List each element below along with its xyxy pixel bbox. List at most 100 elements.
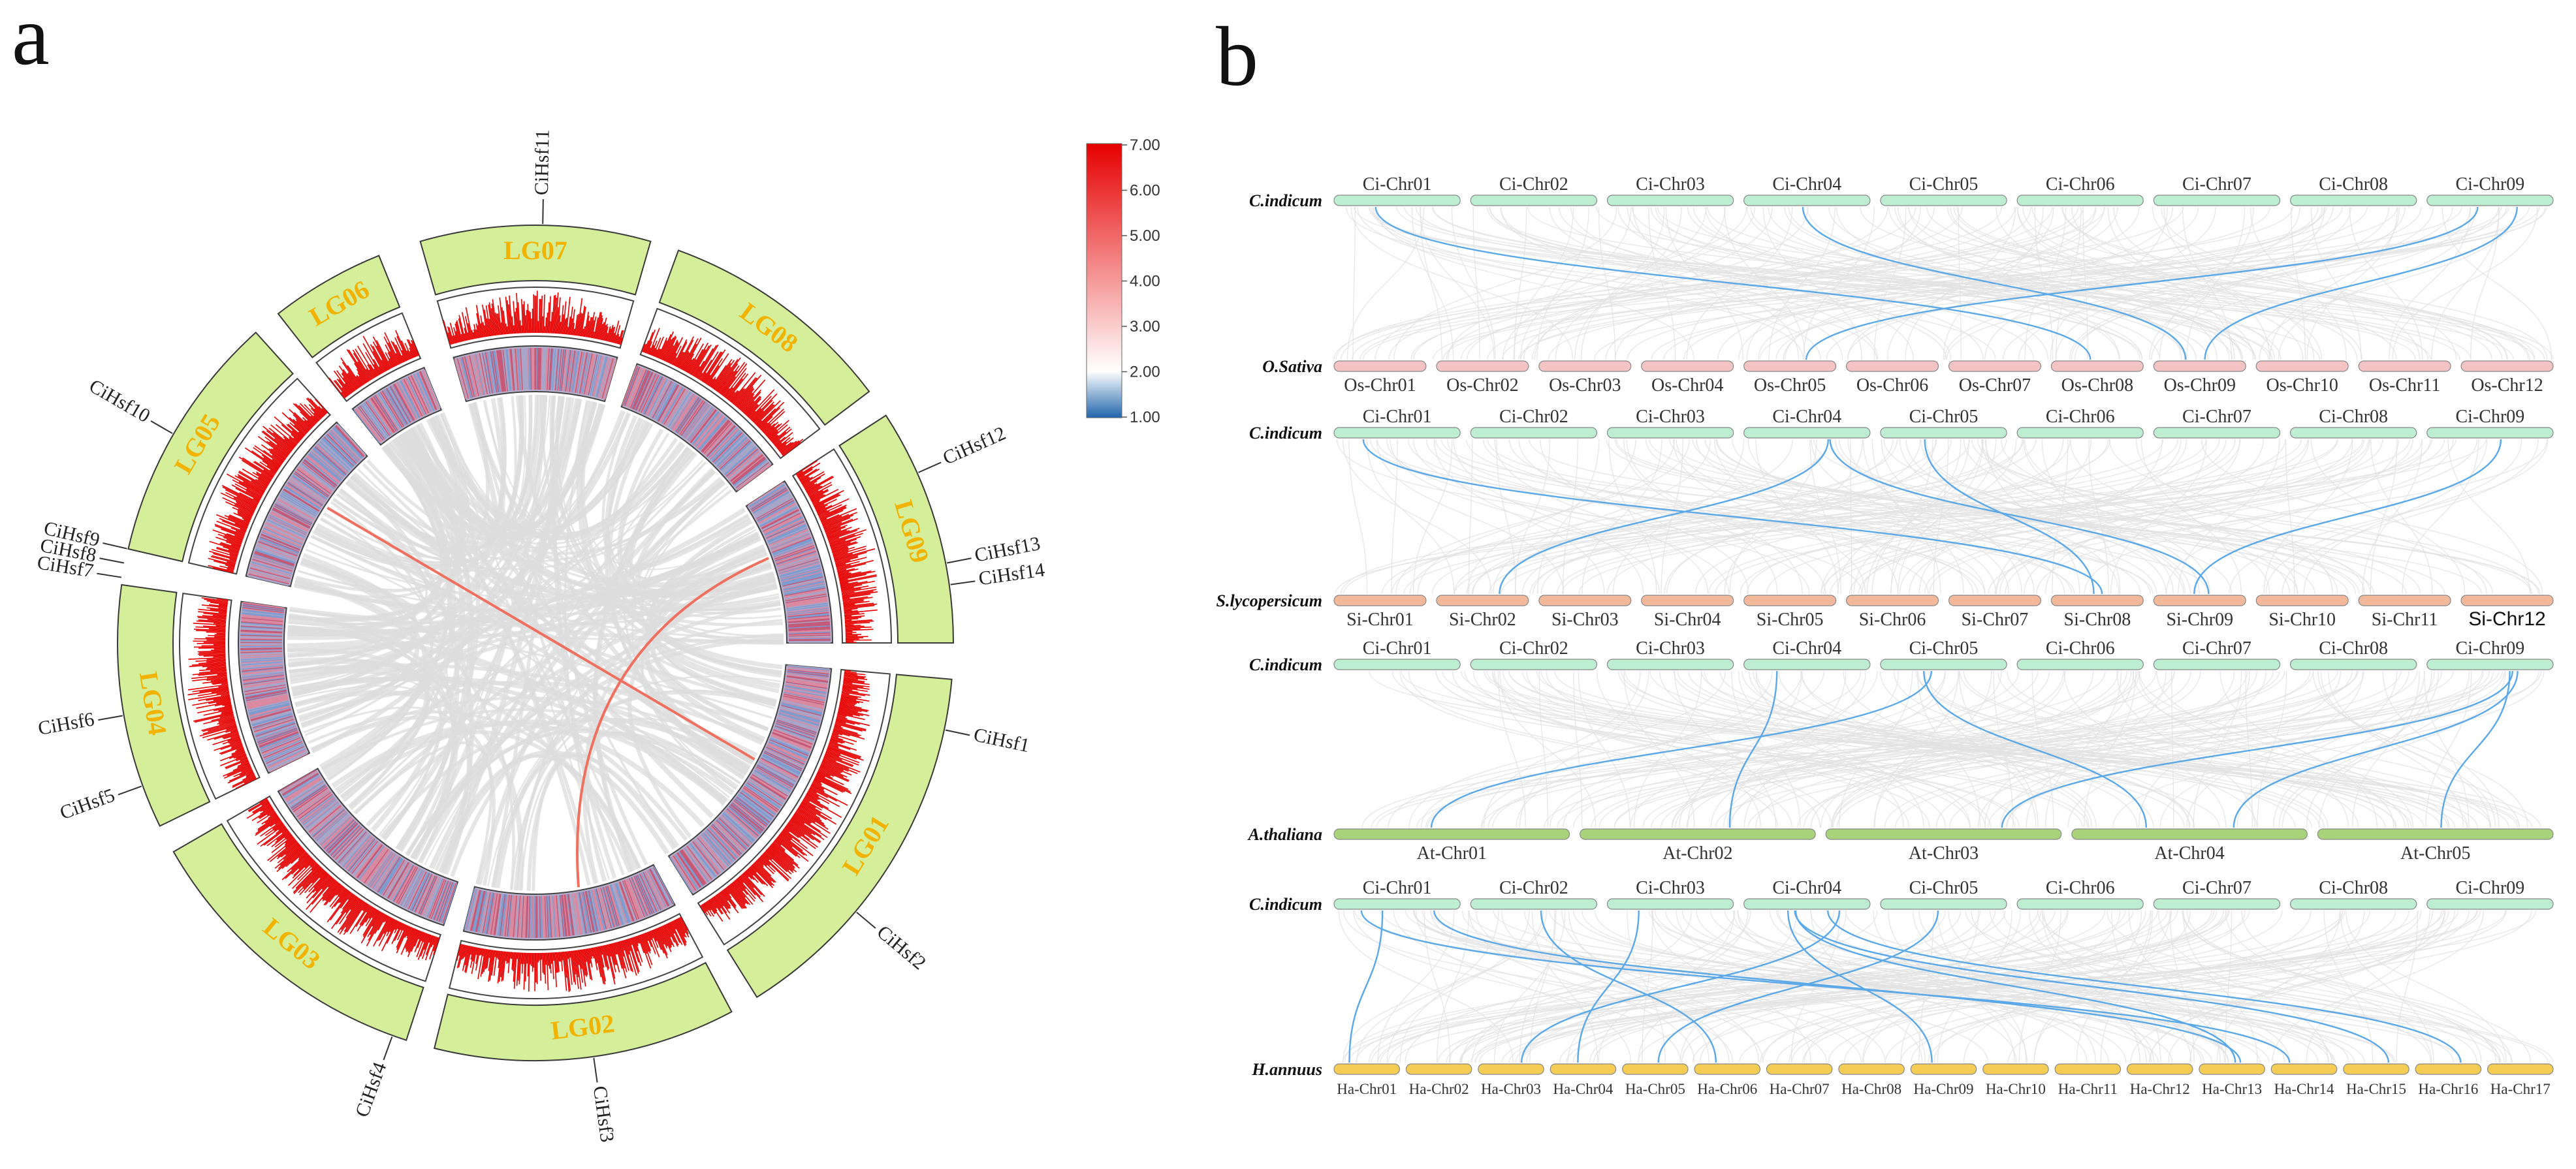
heatmap-cell: [558, 895, 564, 937]
heatmap-cell: [692, 411, 719, 445]
density-bar: [471, 947, 477, 974]
heatmap-cell: [326, 433, 357, 464]
density-bar: [810, 785, 825, 793]
heatmap-cell: [281, 772, 318, 794]
density-bar: [821, 762, 852, 776]
background-synteny-link: [2171, 670, 2174, 828]
heatmap-cell: [541, 348, 544, 390]
density-bar: [268, 448, 285, 461]
heatmap-cell: [342, 834, 371, 867]
chromosome-label: Si-Chr12: [2468, 608, 2545, 630]
density-bar: [261, 800, 269, 806]
density-bar: [266, 809, 275, 816]
heatmap-cell: [708, 428, 739, 460]
heatmap-cell: [493, 351, 501, 392]
heatmap-cell: [697, 416, 725, 449]
heatmap-cell: [597, 888, 609, 929]
density-bar: [829, 740, 838, 743]
heatmap-cell: [307, 803, 341, 832]
density-bar: [237, 510, 253, 518]
heatmap-cell: [648, 379, 669, 417]
density-bar: [761, 409, 784, 431]
heatmap-cell: [566, 350, 573, 392]
chromosome-label: Os-Chr06: [1856, 375, 1928, 396]
heatmap-cell: [253, 555, 294, 569]
heatmap-cell: [389, 863, 411, 900]
chromosome-label: Si-Chr11: [2372, 610, 2438, 630]
density-bar: [737, 877, 756, 899]
density-bar: [491, 303, 497, 335]
density-bar: [836, 561, 860, 569]
heatmap-cell: [493, 894, 501, 935]
background-synteny-link: [1540, 439, 1952, 595]
linkage-group-lg08: [658, 249, 870, 426]
heatmap-cell: [251, 713, 293, 726]
density-bar: [643, 933, 652, 952]
heatmap-cell: [724, 446, 757, 476]
density-bar: [224, 704, 232, 707]
chromosome-bar: [1436, 360, 1529, 372]
heatmap-cell: [688, 407, 714, 442]
density-bar: [255, 817, 280, 835]
density-bar: [605, 944, 616, 985]
density-bar: [732, 388, 746, 404]
heatmap-cell: [774, 726, 814, 742]
heatmap-cell: [583, 353, 593, 395]
heatmap-cell: [271, 510, 310, 531]
background-synteny-link: [1482, 439, 2073, 595]
density-bar: [288, 860, 315, 886]
heatmap-cell: [648, 379, 668, 417]
density-bar: [732, 882, 746, 898]
density-bar: [322, 882, 339, 901]
density-bar: [782, 442, 801, 457]
density-bar: [259, 798, 268, 803]
color-scale-bar: [1086, 143, 1122, 418]
background-synteny-link: [1549, 206, 1879, 360]
density-bar: [720, 362, 746, 395]
density-bar: [669, 922, 680, 943]
heatmap-cell: [251, 712, 293, 726]
heatmap-cell: [727, 807, 761, 835]
background-synteny-link: [2402, 439, 2479, 595]
heatmap-cell: [566, 894, 573, 936]
density-bar: [716, 363, 739, 392]
density-bar: [223, 546, 240, 553]
density-bar: [279, 846, 302, 866]
heatmap-cell: [770, 532, 810, 550]
background-synteny-link: [2392, 206, 2538, 360]
heatmap-cell: [787, 614, 830, 619]
heatmap-cell: [580, 892, 590, 933]
heatmap-cell: [580, 892, 589, 933]
heatmap-cell: [546, 896, 549, 938]
heatmap-cell: [296, 469, 331, 495]
density-bar: [558, 952, 560, 962]
background-synteny-link: [1803, 670, 2248, 828]
density-bar: [788, 821, 814, 841]
density-bar: [826, 529, 842, 536]
heatmap-cell: [247, 698, 289, 709]
chromosome-bar: [1333, 595, 1427, 606]
heatmap-cell: [761, 756, 799, 777]
heatmap-cell: [569, 350, 576, 392]
heatmap-cell: [240, 644, 283, 646]
heatmap-cell: [769, 530, 809, 548]
density-bar: [259, 809, 274, 819]
density-bar: [286, 424, 303, 439]
density-bar: [844, 619, 872, 623]
density-bar: [264, 436, 289, 456]
density-bar: [561, 952, 564, 961]
heatmap-cell: [732, 801, 766, 829]
heatmap-cell: [477, 891, 486, 933]
heatmap-cell: [384, 388, 407, 426]
density-bar: [808, 484, 833, 497]
heatmap-cell: [774, 544, 814, 559]
density-bar: [308, 871, 327, 893]
density-bar: [810, 785, 848, 806]
heatmap-cell: [366, 850, 392, 886]
density-bar: [838, 571, 850, 576]
density-bar: [407, 339, 417, 358]
heatmap-cell: [269, 752, 308, 772]
heatmap-cell: [430, 879, 447, 920]
heatmap-cell: [788, 622, 831, 627]
heatmap-cell: [328, 431, 359, 462]
